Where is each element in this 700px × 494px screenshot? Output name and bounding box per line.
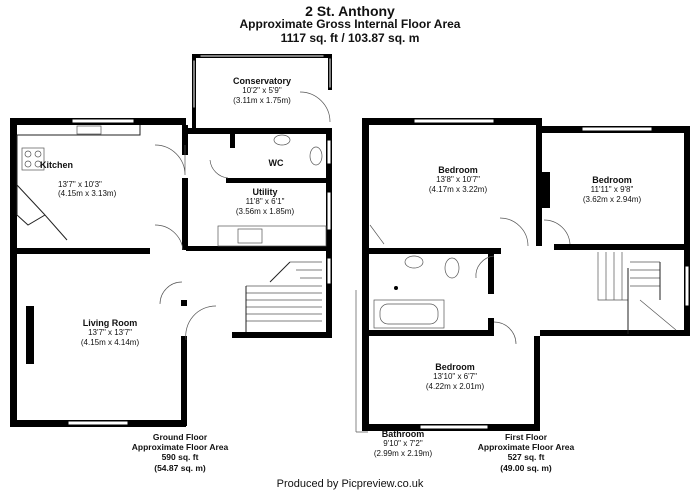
room-name: Bathroom [381,429,425,439]
bathroom-fixtures [373,255,460,329]
kitchen-walls [10,118,332,426]
room-size-m: (4.17m x 3.22m) [428,184,488,194]
room-size-m: (2.99m x 2.19m) [373,448,433,458]
room-size-ft: 11'8" x 6'1" [245,197,285,207]
room-size-ft: 9'10" x 7'2" [383,439,423,449]
first-floor-plan [355,118,690,433]
floor-area-ft: 527 sq. ft [507,452,545,463]
floor-area-ft: 590 sq. ft [161,452,199,463]
first-floor-walls [362,118,690,431]
room-name: Bedroom [435,362,475,372]
room-name: Conservatory [232,76,292,86]
kitchen-units [16,125,141,241]
floor-area-label: Approximate Floor Area [477,442,575,453]
ground-floor-plan [10,54,332,427]
room-name: Bedroom [592,175,632,185]
room-bedroom-2: Bedroom 11'11" x 9'8" (3.62m x 2.94m) [562,175,662,204]
total-area: 1117 sq. ft / 103.87 sq. m [280,31,420,45]
room-bedroom-3: Bedroom 13'10" x 6'7" (4.22m x 2.01m) [405,362,505,391]
room-bathroom: Bathroom 9'10" x 7'2" (2.99m x 2.19m) [360,429,446,458]
room-name: Living Room [82,318,138,328]
address-title: 2 St. Anthony [305,3,395,19]
room-name: Bedroom [438,165,478,175]
floor-area-m: (49.00 sq. m) [500,462,552,473]
room-kitchen-size: 13'7" x 10'3" (4.15m x 3.13m) [58,180,178,198]
room-wc: WC [256,158,296,168]
room-size-ft: 11'11" x 9'8" [590,185,634,195]
room-size-ft: 13'10" x 6'7" [433,372,477,382]
room-name: Utility [252,187,278,197]
wc-utility-walls [186,128,332,338]
room-name: WC [268,158,284,168]
living-room-walls [10,300,332,427]
room-size-ft: 13'8" x 10'7" [436,175,480,185]
ground-stairs [245,261,322,332]
room-size-m: (3.11m x 1.75m) [233,95,291,105]
room-size-m: (4.15m x 3.13m) [58,189,117,199]
ground-floor-summary: Ground Floor Approximate Floor Area 590 … [110,432,250,473]
room-conservatory: Conservatory 10'2" x 5'9" (3.11m x 1.75m… [212,76,312,105]
area-subtitle: Approximate Gross Internal Floor Area [239,17,461,31]
bathroom-pointer-line [355,290,368,433]
floor-label: Ground Floor [152,432,208,442]
room-kitchen: Kitchen [40,160,160,170]
floor-area-m: (54.87 sq. m) [154,462,206,473]
room-size-ft: 13'7" x 10'3" [58,180,102,189]
room-bedroom-1: Bedroom 13'8" x 10'7" (4.17m x 3.22m) [408,165,508,194]
conservatory-walls [192,54,332,132]
room-size-m: (4.22m x 2.01m) [425,381,485,391]
room-utility: Utility 11'8" x 6'1" (3.56m x 1.85m) [215,187,315,216]
room-size-m: (3.56m x 1.85m) [235,206,295,216]
first-floor-summary: First Floor Approximate Floor Area 527 s… [456,432,596,473]
room-size-m: (3.62m x 2.94m) [582,194,642,204]
room-name: Kitchen [40,160,74,170]
utility-worktop [217,225,327,247]
room-size-m: (4.15m x 4.14m) [80,337,140,347]
room-size-ft: 13'7" x 13'7" [88,328,132,338]
floor-area-label: Approximate Floor Area [131,442,229,453]
wc-fixtures [273,134,323,166]
first-doors [369,217,571,345]
first-stairs [597,252,677,334]
room-living-room: Living Room 13'7" x 13'7" (4.15m x 4.14m… [55,318,165,347]
room-size-ft: 10'2" x 5'9" [242,86,282,96]
footer-credit: Produced by Picpreview.co.uk [276,478,424,490]
floor-label: First Floor [504,432,548,442]
ground-doors [154,91,331,341]
